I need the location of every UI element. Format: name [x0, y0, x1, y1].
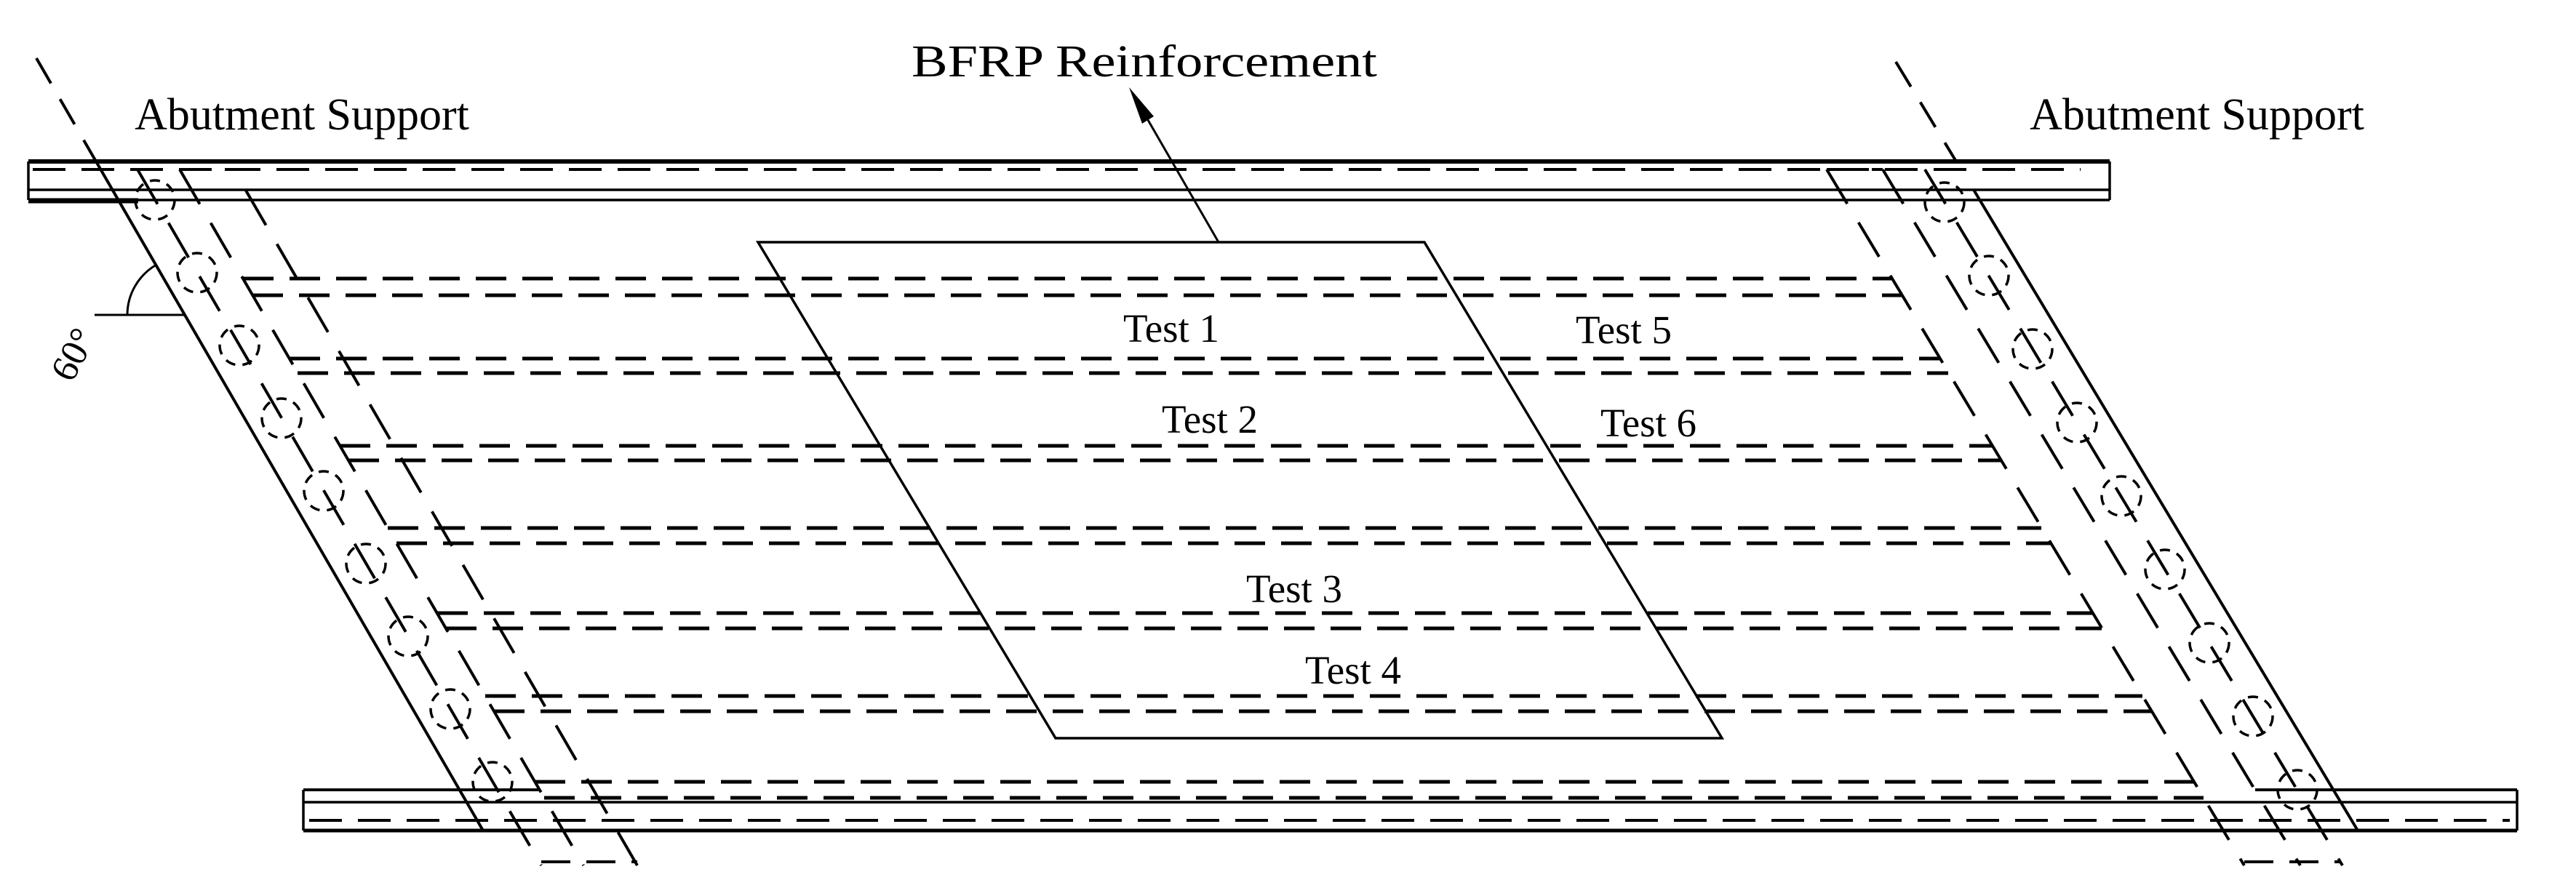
bfrp-sheet-outline: [755, 241, 1725, 740]
deck-edges: [95, 160, 2359, 832]
right-edge-extension-dashed: [1894, 60, 1958, 163]
deck-left-edge: [95, 160, 485, 832]
left-support-bolt-circles: [134, 179, 514, 803]
bfrp-strip-rows: [243, 276, 2204, 800]
test-6-label: Test 6: [1600, 401, 1696, 445]
test-1-label: Test 1: [1123, 306, 1219, 351]
top-abutment-bar: [27, 159, 2111, 204]
angle-arc: [126, 263, 157, 316]
test-5-label: Test 5: [1576, 308, 1672, 352]
right-support-bolt-circles: [1923, 181, 2318, 811]
skew-angle-annotation: [95, 263, 186, 316]
text-labels: Abutment Support Abutment Support BFRP R…: [43, 37, 2364, 692]
arrowhead-icon: [1129, 87, 1154, 124]
left-edge-extension-dashed: [35, 57, 97, 163]
test-4-label: Test 4: [1305, 648, 1401, 692]
bottom-abutment-bar: [302, 788, 2519, 833]
deck-right-edge: [1972, 188, 2359, 832]
bfrp-reinforcement-label: BFRP Reinforcement: [912, 37, 1377, 87]
abutment-support-label-left: Abutment Support: [135, 90, 469, 140]
abutment-support-label-right: Abutment Support: [2030, 90, 2364, 140]
right-support-strip: [1825, 60, 2344, 867]
skew-angle-label: 60°: [43, 321, 105, 388]
leader-arrow: [1129, 87, 1220, 243]
test-2-label: Test 2: [1162, 397, 1258, 441]
test-3-label: Test 3: [1246, 567, 1342, 611]
